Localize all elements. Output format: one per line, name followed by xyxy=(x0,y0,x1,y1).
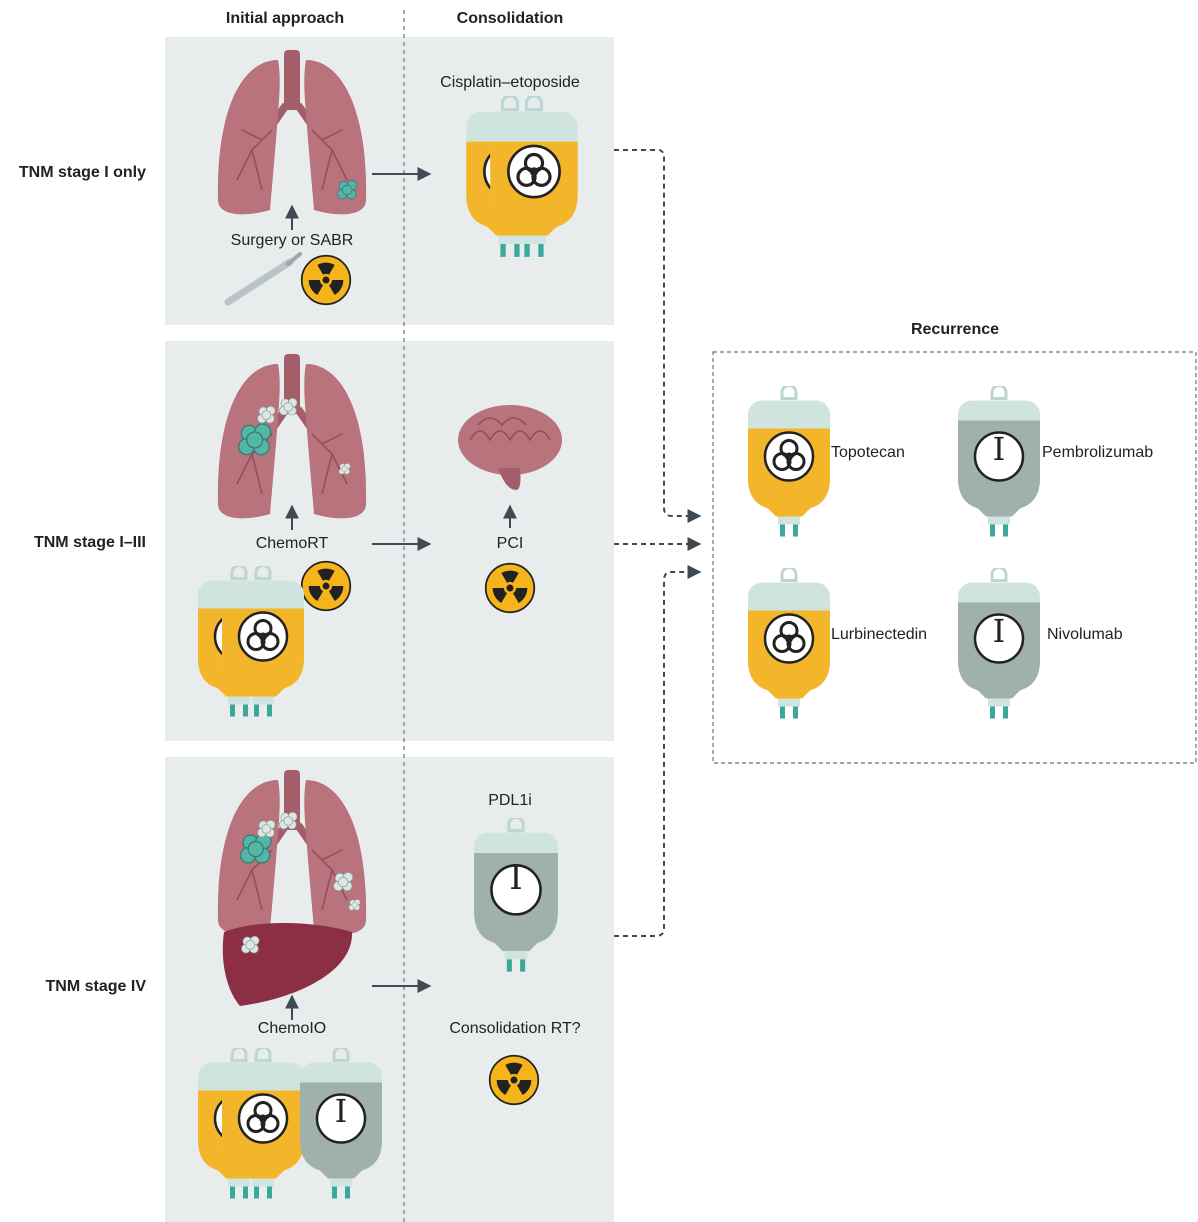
drug-label-pembrolizumab: Pembrolizumab xyxy=(1042,444,1153,462)
tumor-icon xyxy=(241,834,271,863)
drug-label-nivolumab: Nivolumab xyxy=(1047,626,1123,644)
initial-label-stage-1: Surgery or SABR xyxy=(212,232,372,250)
consolidation-label-2-stage-4: Consolidation RT? xyxy=(420,1020,610,1038)
row-label-stage-4: TNM stage IV xyxy=(0,978,146,996)
immuno-symbol: I xyxy=(975,430,1023,468)
lymph-node-icon xyxy=(349,899,360,910)
column-header-consolidation: Consolidation xyxy=(420,10,600,28)
lymph-node-icon xyxy=(334,872,353,890)
lymph-node-icon xyxy=(257,820,275,837)
lymph-node-icon xyxy=(257,406,275,423)
connector-stage-4 xyxy=(614,572,700,936)
lymph-node-icon xyxy=(279,812,297,829)
tumor-icon xyxy=(239,424,271,455)
row-label-stage-1: TNM stage I only xyxy=(0,164,146,182)
chemo-bag-icon xyxy=(748,568,830,719)
consolidation-label-stage-1: Cisplatin–etoposide xyxy=(420,74,600,92)
drug-label-lurbinectedin: Lurbinectedin xyxy=(831,626,927,644)
initial-label-stage-4: ChemoIO xyxy=(212,1020,372,1038)
consolidation-label-stage-4: PDL1i xyxy=(470,792,550,810)
lymph-node-icon xyxy=(339,463,350,474)
column-header-recurrence: Recurrence xyxy=(855,321,1055,339)
tumor-icon xyxy=(338,180,357,198)
lymph-node-icon xyxy=(279,398,297,415)
immuno-symbol: I xyxy=(492,858,540,898)
liver-metastasis-icon xyxy=(241,936,259,953)
column-header-initial: Initial approach xyxy=(185,10,385,28)
radiation-icon-stage-1 xyxy=(302,256,351,305)
connector-stage-1 xyxy=(614,150,700,516)
drug-label-topotecan: Topotecan xyxy=(831,444,905,462)
immuno-symbol: I xyxy=(975,612,1023,650)
radiation-icon-stage-1-3 xyxy=(302,562,351,611)
radiation-icon-pci xyxy=(486,564,535,613)
chemo-bag-icon xyxy=(748,386,830,537)
row-label-stage-1-3: TNM stage I–III xyxy=(0,534,146,552)
consolidation-label-stage-1-3: PCI xyxy=(470,535,550,553)
immuno-symbol: I xyxy=(317,1092,365,1130)
radiation-icon-consolidation xyxy=(490,1056,539,1105)
initial-label-stage-1-3: ChemoRT xyxy=(212,535,372,553)
